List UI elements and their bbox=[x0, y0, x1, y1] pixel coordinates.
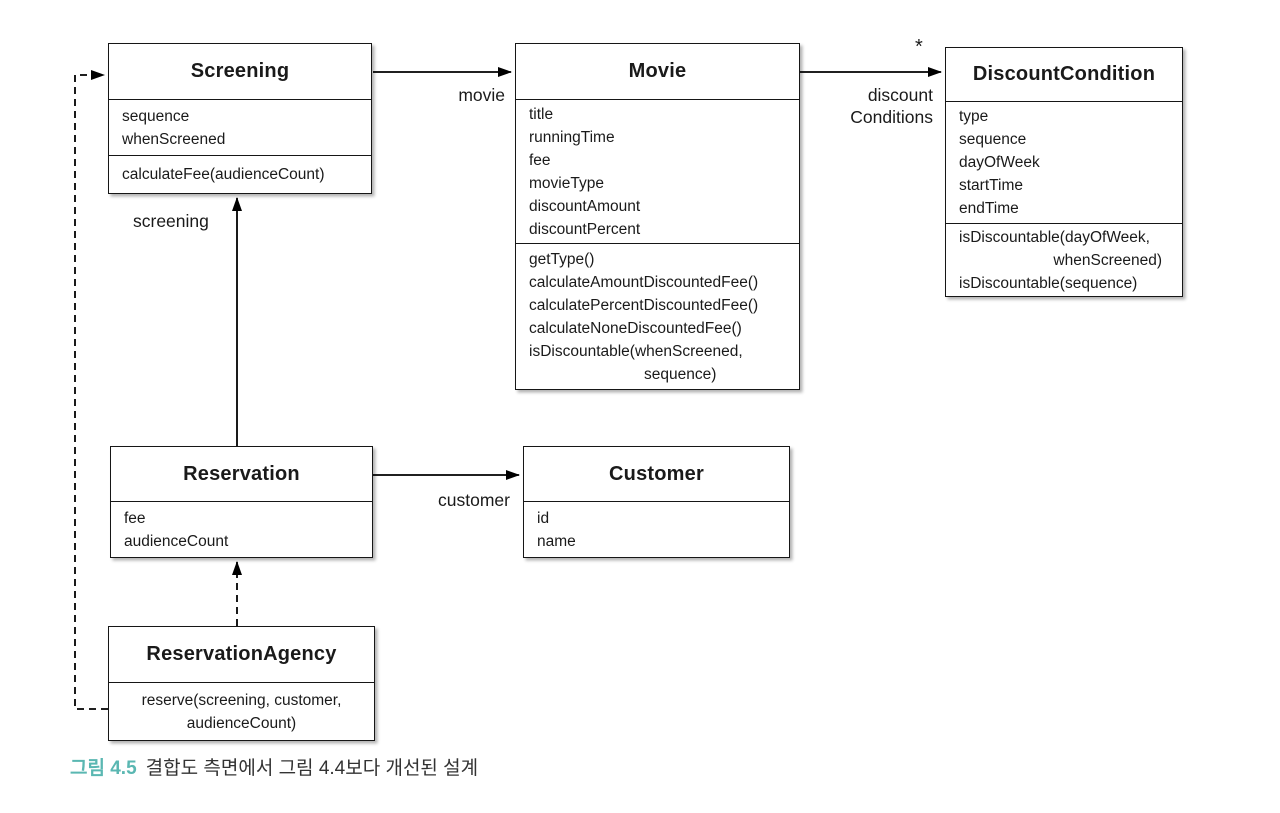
edge-label-discount-conditions: discount Conditions bbox=[818, 84, 933, 128]
method: isDiscountable(dayOfWeek, bbox=[959, 228, 1150, 246]
method: calculateAmountDiscountedFee() bbox=[529, 273, 759, 291]
class-customer-name: Customer bbox=[524, 447, 789, 502]
class-reservation-agency-methods: reserve(screening, customer, audienceCou… bbox=[109, 683, 374, 740]
class-customer: Customer id name bbox=[523, 446, 790, 558]
class-reservation-agency: ReservationAgency reserve(screening, cus… bbox=[108, 626, 375, 741]
class-movie-methods: getType() calculateAmountDiscountedFee()… bbox=[516, 243, 799, 389]
edge-label-movie: movie bbox=[458, 85, 505, 105]
method: isDiscountable(sequence) bbox=[959, 274, 1138, 292]
class-screening-name: Screening bbox=[109, 44, 371, 100]
class-screening-methods: calculateFee(audienceCount) bbox=[109, 155, 371, 193]
class-reservation: Reservation fee audienceCount bbox=[110, 446, 373, 558]
class-movie-attributes: title runningTime fee movieType discount… bbox=[516, 100, 799, 243]
attribute: discountAmount bbox=[529, 197, 641, 215]
attribute: audienceCount bbox=[124, 532, 229, 550]
class-discount-condition: DiscountCondition type sequence dayOfWee… bbox=[945, 47, 1183, 297]
attribute: endTime bbox=[959, 200, 1019, 217]
method: calculateFee(audienceCount) bbox=[122, 166, 325, 183]
attribute: movieType bbox=[529, 174, 604, 192]
attribute: whenScreened bbox=[122, 130, 226, 148]
method: getType() bbox=[529, 250, 595, 268]
figure-caption-text: 결합도 측면에서 그림 4.4보다 개선된 설계 bbox=[145, 758, 479, 779]
attribute: discountPercent bbox=[529, 220, 641, 238]
class-movie-name: Movie bbox=[516, 44, 799, 100]
edge-label-discount-line1: discount bbox=[867, 85, 933, 105]
figure-caption-number: 그림 4.5 bbox=[70, 758, 137, 779]
class-reservation-name: Reservation bbox=[111, 447, 372, 502]
attribute: fee bbox=[124, 509, 146, 527]
edge-label-screening: screening bbox=[133, 211, 209, 231]
method: reserve(screening, customer, bbox=[141, 691, 342, 709]
method: isDiscountable(whenScreened, bbox=[529, 342, 743, 360]
attribute: title bbox=[529, 105, 554, 123]
attribute: sequence bbox=[122, 107, 190, 125]
attribute: sequence bbox=[959, 131, 1027, 148]
class-customer-attributes: id name bbox=[524, 502, 789, 557]
class-screening-attributes: sequence whenScreened bbox=[109, 100, 371, 155]
attribute: fee bbox=[529, 151, 551, 169]
class-discount-condition-methods: isDiscountable(dayOfWeek, whenScreened) … bbox=[946, 223, 1182, 296]
class-movie: Movie title runningTime fee movieType di… bbox=[515, 43, 800, 390]
class-discount-condition-attributes: type sequence dayOfWeek startTime endTim… bbox=[946, 102, 1182, 223]
method: calculatePercentDiscountedFee() bbox=[529, 296, 759, 314]
method: calculateNoneDiscountedFee() bbox=[529, 319, 742, 337]
class-discount-condition-name: DiscountCondition bbox=[946, 48, 1182, 102]
figure-caption: 그림 4.5 결합도 측면에서 그림 4.4보다 개선된 설계 bbox=[70, 753, 478, 780]
method-continuation: whenScreened) bbox=[1053, 251, 1162, 269]
edge-label-customer: customer bbox=[438, 490, 510, 510]
edge-label-discount-line2: Conditions bbox=[850, 107, 933, 127]
attribute: dayOfWeek bbox=[959, 154, 1040, 171]
attribute: name bbox=[537, 532, 576, 550]
edge-agency-to-screening-dashed bbox=[74, 70, 108, 710]
attribute: runningTime bbox=[529, 128, 615, 146]
attribute: startTime bbox=[959, 177, 1024, 194]
class-screening: Screening sequence whenScreened calculat… bbox=[108, 43, 372, 194]
class-reservation-agency-name: ReservationAgency bbox=[109, 627, 374, 683]
method-continuation: sequence) bbox=[644, 365, 717, 383]
multiplicity-star: * bbox=[915, 36, 923, 58]
method-continuation: audienceCount) bbox=[186, 714, 297, 732]
attribute: id bbox=[537, 509, 550, 527]
class-reservation-attributes: fee audienceCount bbox=[111, 502, 372, 557]
attribute: type bbox=[959, 108, 989, 125]
